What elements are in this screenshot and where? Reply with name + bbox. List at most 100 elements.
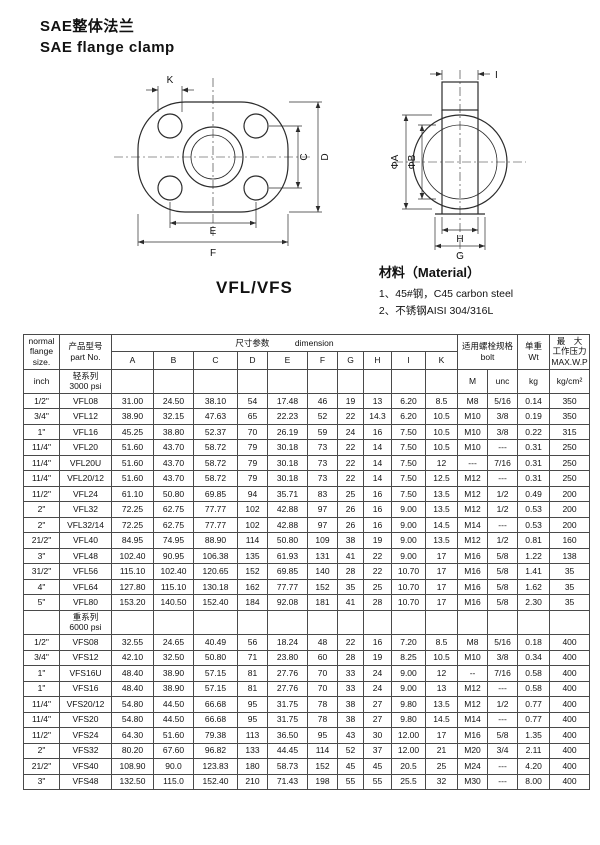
table-cell: 77.77 — [267, 578, 308, 596]
table-cell: 90.0 — [153, 758, 194, 775]
table-cell: 14 — [363, 439, 392, 456]
table-cell: 38.80 — [153, 423, 194, 441]
table-cell: M10 — [457, 439, 489, 456]
table-cell: 31.75 — [267, 711, 308, 728]
table-cell: 95 — [307, 727, 338, 744]
dim-label-phi-a: ΦA — [390, 154, 401, 169]
table-cell: 43.70 — [153, 439, 194, 456]
table-cell: 1.22 — [517, 547, 551, 565]
table-cell: 133 — [237, 742, 268, 759]
table-cell: 0.81 — [517, 532, 551, 549]
table-cell: 32.15 — [153, 408, 194, 425]
table-cell: 198 — [307, 773, 338, 790]
table-cell: 160 — [549, 532, 591, 549]
table-cell: 38.90 — [111, 408, 154, 425]
dim-letter-f: F — [307, 351, 338, 370]
table-cell: 17.48 — [267, 392, 308, 410]
table-cell: 52 — [307, 408, 338, 425]
table-cell: 73 — [307, 470, 338, 487]
table-cell: 8.5 — [424, 392, 459, 410]
table-cell: 97 — [307, 501, 338, 518]
table-cell: 74.95 — [153, 532, 194, 549]
table-cell: 96.82 — [193, 742, 238, 759]
table-cell — [363, 609, 392, 636]
weight-unit: kg — [517, 368, 551, 394]
table-cell: 77.77 — [193, 516, 238, 534]
table-cell: 77.77 — [193, 501, 238, 518]
table-cell: 1/2" — [23, 634, 60, 651]
table-cell: 35 — [337, 578, 364, 596]
pressure-unit: kg/cm² — [549, 368, 591, 394]
table-cell: VFS12 — [59, 649, 112, 666]
table-cell: 7.50 — [391, 423, 426, 441]
table-cell: 94 — [237, 485, 268, 503]
table-cell: 48 — [307, 634, 338, 651]
table-cell: 123.83 — [193, 758, 238, 775]
table-cell: 81 — [237, 680, 268, 697]
table-cell: 1/2 — [487, 485, 519, 503]
table-cell: 10.70 — [391, 563, 426, 580]
table-cell: 6.20 — [391, 392, 426, 410]
table-cell: 184 — [237, 594, 268, 611]
page-titles: SAE整体法兰 SAE flange clamp — [40, 16, 600, 58]
table-cell: 102 — [237, 501, 268, 518]
table-cell: 66.68 — [193, 696, 238, 713]
table-cell: M24 — [457, 758, 489, 775]
table-cell: 36.50 — [267, 727, 308, 744]
table-cell: 46 — [307, 392, 338, 410]
table-cell: 23.80 — [267, 649, 308, 666]
table-cell: 58.72 — [193, 454, 238, 472]
table-cell: M16 — [457, 563, 489, 580]
table-cell: 38 — [337, 532, 364, 549]
table-cell: 24 — [337, 423, 364, 441]
table-cell: 16 — [363, 516, 392, 534]
table-cell: 9.00 — [391, 680, 426, 697]
table-cell: 13 — [363, 392, 392, 410]
table-cell: 79 — [237, 439, 268, 456]
table-cell: 59 — [307, 423, 338, 441]
table-cell: 1/2 — [487, 532, 519, 549]
table-cell: 17 — [424, 594, 459, 611]
table-cell: 11/2" — [23, 485, 60, 503]
table-cell: VFL20/12 — [59, 470, 112, 487]
dim-letter-e: E — [267, 351, 308, 370]
table-cell: 12.00 — [391, 742, 426, 759]
dim-letter-a: A — [111, 351, 154, 370]
table-cell: 9.80 — [391, 696, 426, 713]
table-cell: 13 — [424, 680, 459, 697]
table-cell: 400 — [549, 711, 591, 728]
table-cell: 1.41 — [517, 563, 551, 580]
table-cell: 7.50 — [391, 439, 426, 456]
table-cell: 64.30 — [111, 727, 154, 744]
table-cell: VFL20U — [59, 454, 112, 472]
table-cell: 31.75 — [267, 696, 308, 713]
table-cell: 152 — [237, 563, 268, 580]
table-cell: 48.40 — [111, 680, 154, 697]
table-cell: 13.5 — [424, 696, 459, 713]
table-cell: VFL56 — [59, 563, 112, 580]
table-cell: 50.80 — [153, 485, 194, 503]
table-cell: 38 — [337, 696, 364, 713]
table-cell: 131 — [307, 547, 338, 565]
table-cell: 24 — [363, 665, 392, 682]
bolt-metric-header: M — [457, 368, 489, 394]
table-cell: 5/8 — [487, 578, 519, 596]
table-cell — [517, 609, 551, 636]
table-cell: 5/16 — [487, 634, 519, 651]
table-cell: 79 — [237, 470, 268, 487]
table-cell — [237, 609, 268, 636]
table-cell: 1.35 — [517, 727, 551, 744]
table-cell: 135 — [237, 547, 268, 565]
table-cell: 0.53 — [517, 501, 551, 518]
table-cell: 33 — [337, 680, 364, 697]
table-cell: 30.18 — [267, 439, 308, 456]
table-cell: M10 — [457, 423, 489, 441]
table-cell: 400 — [549, 758, 591, 775]
table-cell: 5/8 — [487, 547, 519, 565]
table-cell: M20 — [457, 742, 489, 759]
table-cell: VFS16 — [59, 680, 112, 697]
table-cell: 13.5 — [424, 485, 459, 503]
